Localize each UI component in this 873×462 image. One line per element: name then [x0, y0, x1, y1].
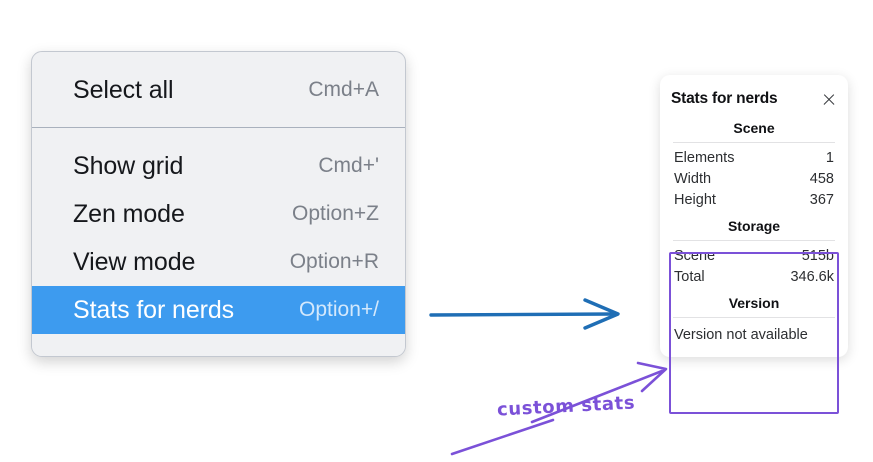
- stat-label: Width: [674, 170, 712, 187]
- section-title: Version: [728, 295, 780, 311]
- menu-item-shortcut: Cmd+A: [308, 78, 379, 101]
- menu-item-shortcut: Option+R: [289, 250, 379, 273]
- stat-row-total-storage: Total 346.6k: [670, 266, 838, 287]
- menu-item-label: Stats for nerds: [73, 295, 235, 324]
- stat-value: 1: [825, 149, 834, 166]
- stat-label: Elements: [674, 149, 735, 166]
- section-rule: [673, 240, 835, 241]
- callout-label: custom stats: [496, 392, 636, 421]
- stat-label: Height: [674, 191, 716, 208]
- context-menu[interactable]: Select all Cmd+A Show grid Cmd+' Zen mod…: [31, 51, 406, 357]
- section-rule: [673, 317, 835, 318]
- stat-row-height: Height 367: [670, 189, 838, 210]
- stat-row-scene-storage: Scene 515b: [670, 245, 838, 266]
- version-value: Version not available: [674, 327, 808, 343]
- menu-item-shortcut: Cmd+': [318, 154, 379, 177]
- menu-item-view-mode[interactable]: View mode Option+R: [32, 238, 405, 286]
- stat-label: Total: [674, 268, 705, 285]
- menu-item-select-all[interactable]: Select all Cmd+A: [32, 66, 405, 114]
- stat-value: 458: [809, 170, 834, 187]
- menu-item-shortcut: Option+Z: [292, 202, 379, 225]
- section-storage: Storage Scene 515b Total 346.6k: [670, 210, 838, 287]
- menu-item-label: Zen mode: [73, 199, 185, 228]
- stats-panel-header: Stats for nerds: [670, 85, 838, 112]
- stat-label: Scene: [674, 247, 716, 264]
- menu-item-zen-mode[interactable]: Zen mode Option+Z: [32, 190, 405, 238]
- stat-row-elements: Elements 1: [670, 147, 838, 168]
- menu-item-label: Select all: [73, 75, 174, 104]
- menu-item-label: Show grid: [73, 151, 184, 180]
- menu-item-show-grid[interactable]: Show grid Cmd+': [32, 142, 405, 190]
- menu-divider: [32, 127, 405, 128]
- menu-group-top: Select all Cmd+A: [32, 52, 405, 127]
- menu-bottom-padding: [32, 334, 405, 356]
- section-title: Storage: [727, 218, 781, 234]
- stats-panel-title: Stats for nerds: [671, 90, 778, 107]
- menu-item-label: View mode: [73, 247, 196, 276]
- flow-arrow-icon: [429, 298, 620, 330]
- menu-group-main: Show grid Cmd+' Zen mode Option+Z View m…: [32, 128, 405, 334]
- stat-value: 515b: [801, 247, 834, 264]
- section-version: Version Version not available: [670, 287, 838, 345]
- section-title: Scene: [733, 120, 775, 136]
- stat-value: 367: [809, 191, 834, 208]
- section-rule: [673, 142, 835, 143]
- section-scene: Scene Elements 1 Width 458 Height 367: [670, 112, 838, 210]
- close-icon[interactable]: [821, 91, 837, 107]
- stats-for-nerds-panel[interactable]: Stats for nerds Scene Elements 1 Width 4…: [660, 75, 848, 357]
- menu-item-shortcut: Option+/: [299, 298, 379, 321]
- menu-item-stats-for-nerds[interactable]: Stats for nerds Option+/: [32, 286, 405, 334]
- stat-row-width: Width 458: [670, 168, 838, 189]
- stat-value: 346.6k: [790, 268, 834, 285]
